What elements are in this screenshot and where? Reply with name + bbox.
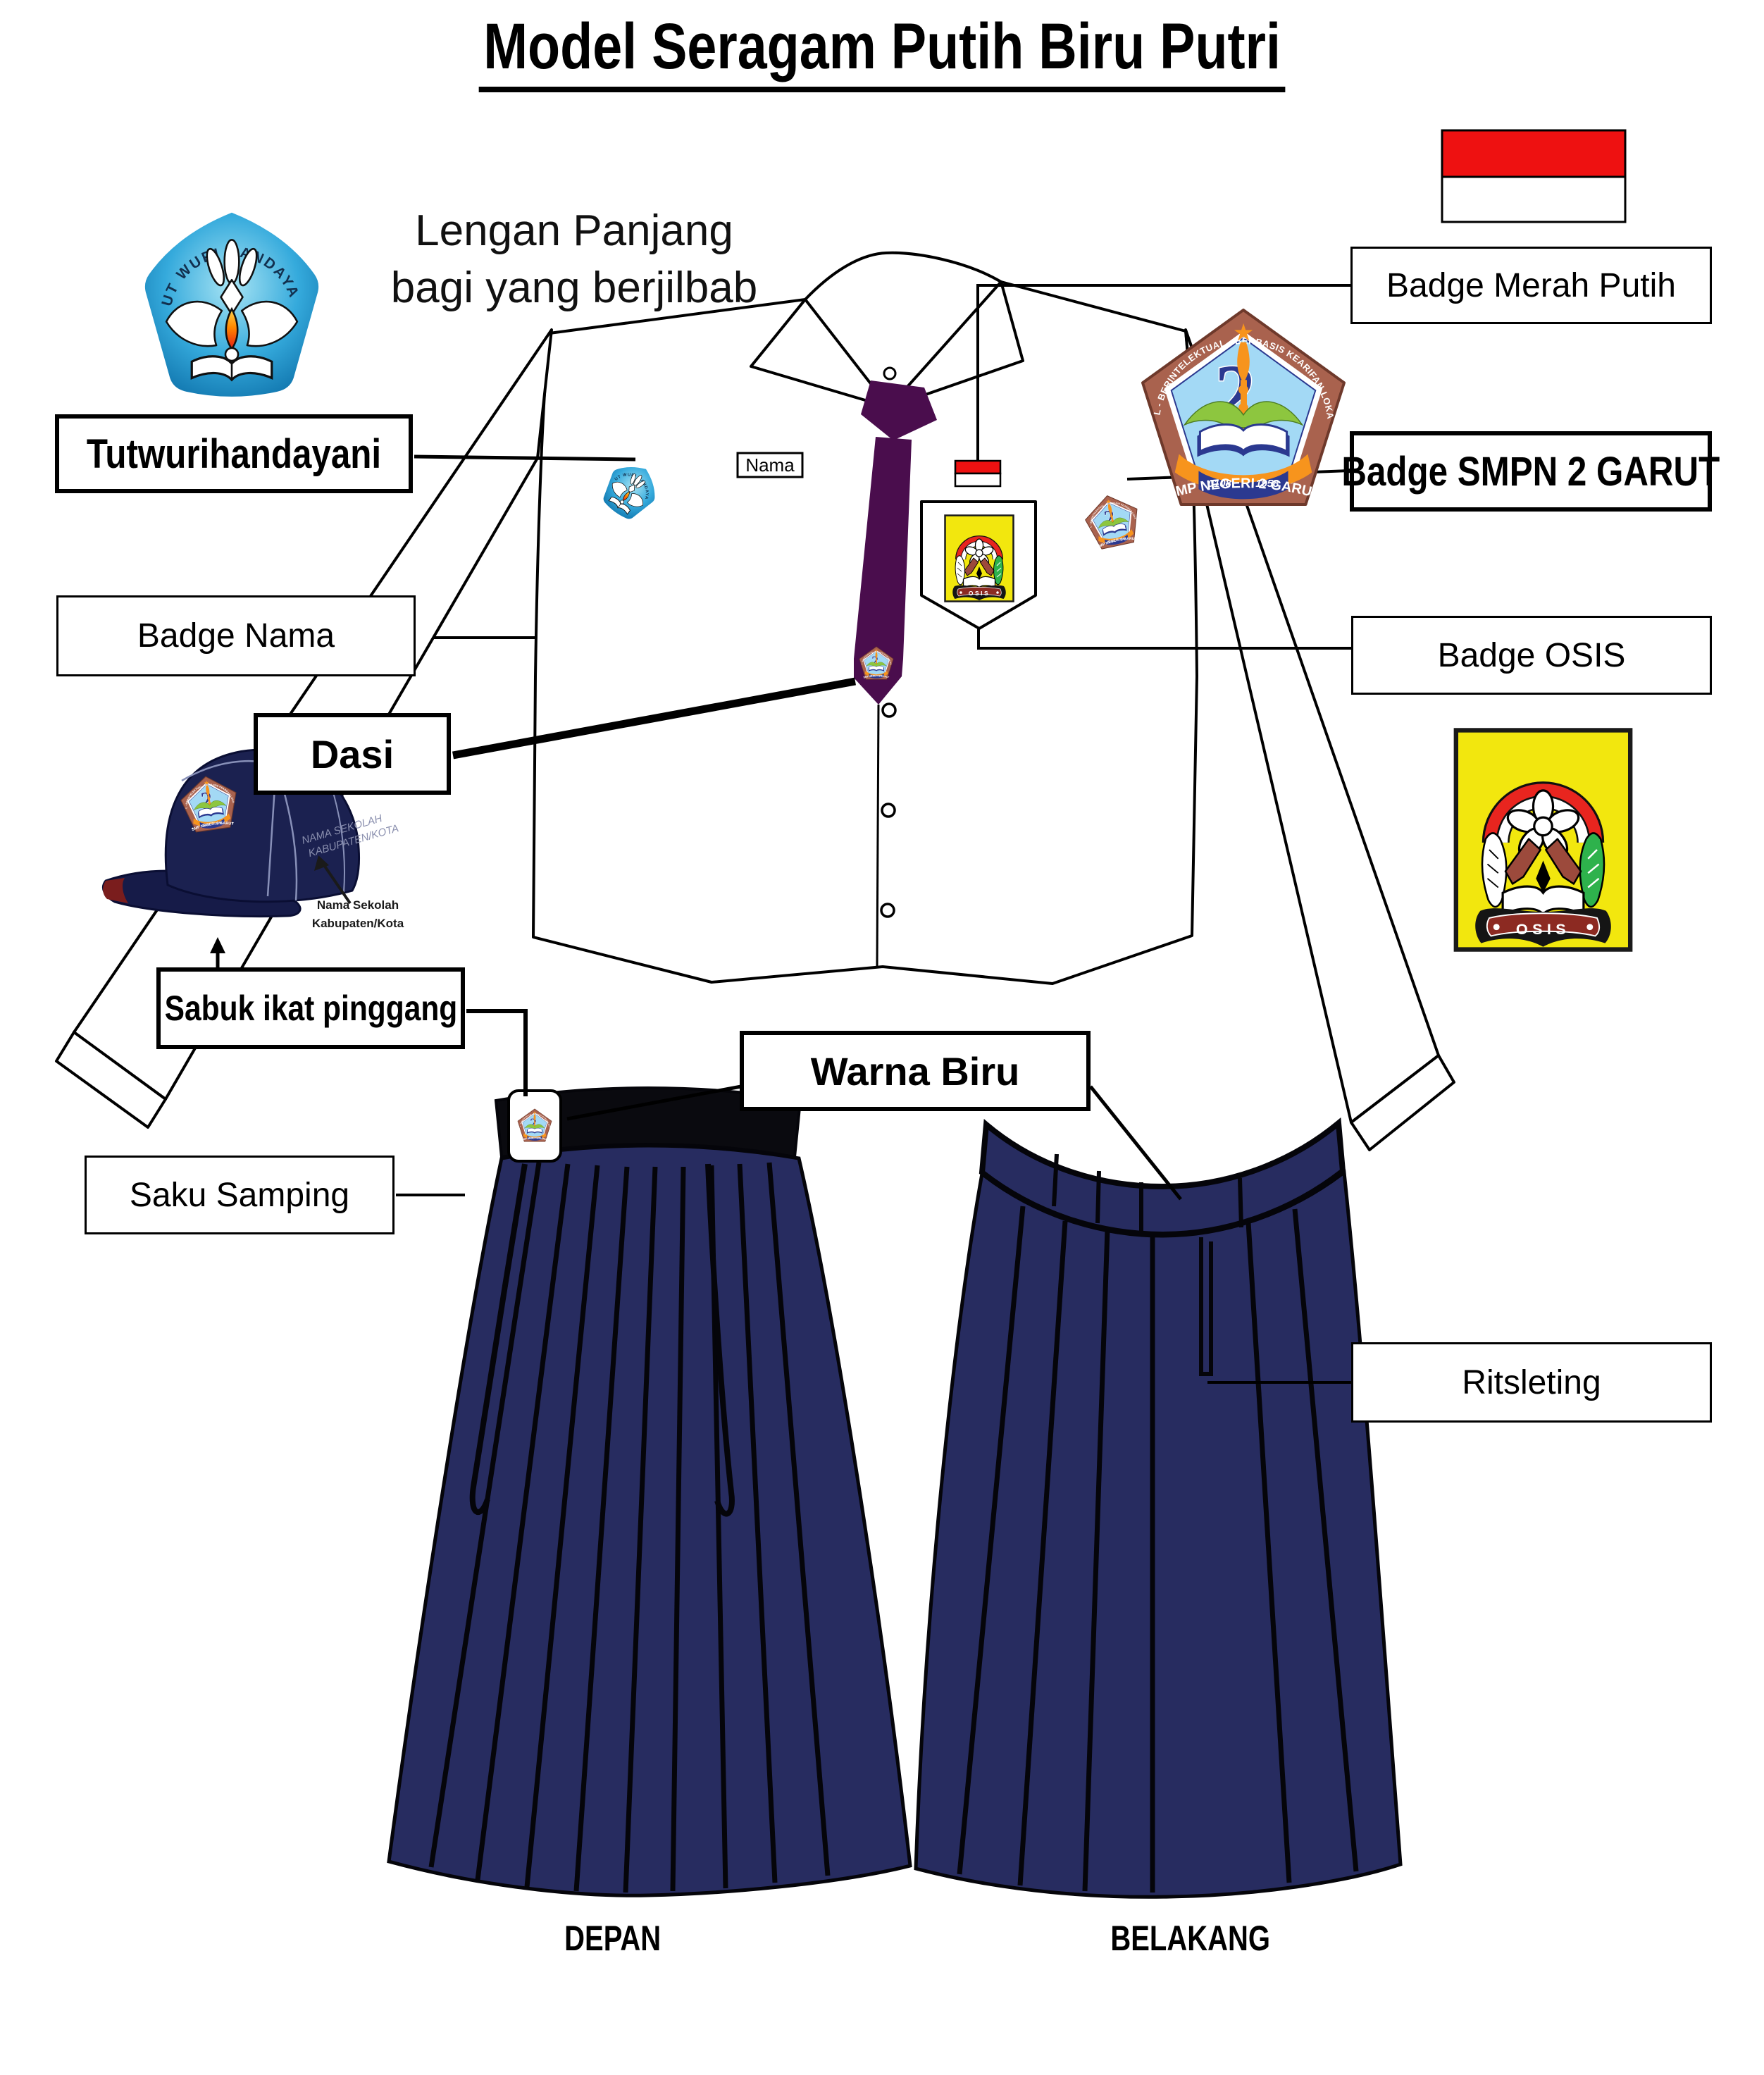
skirt-front — [387, 1086, 912, 1897]
label-ritsleting-text: Ritsleting — [1462, 1363, 1601, 1401]
shirt-button — [881, 803, 896, 818]
shirt: Nama — [532, 251, 1198, 985]
osis-connector-line — [977, 627, 1351, 650]
name-tag-text: Nama — [745, 454, 795, 476]
label-badge-smpn-2-garut: Badge SMPN 2 GARUT — [1342, 431, 1720, 512]
skirt-back-body — [914, 1169, 1403, 1899]
label-warna-biru-text: Warna Biru — [810, 1048, 1020, 1094]
label-dasi: Dasi — [254, 713, 451, 795]
sabuk-connector-line — [466, 1009, 528, 1096]
cap-annotation-line1: Nama Sekolah — [316, 898, 399, 912]
tutwuri-handayani-logo — [141, 209, 320, 398]
label-sabuk-text: Sabuk ikat pinggang — [164, 989, 457, 1028]
label-badge-osis-text: Badge OSIS — [1437, 636, 1626, 674]
pocket-osis-badge — [945, 516, 1014, 602]
label-badge-smpn-2-garut-text: Badge SMPN 2 GARUT — [1341, 448, 1720, 495]
view-label-depan-text: DEPAN — [564, 1919, 662, 1958]
label-badge-osis: Badge OSIS — [1351, 616, 1712, 695]
label-sabuk-ikat-pinggang: Sabuk ikat pinggang — [156, 967, 465, 1049]
label-saku-samping-text: Saku Samping — [129, 1176, 350, 1214]
tutwurihandayani-connector-line — [414, 454, 636, 462]
skirt-front-pocket-left — [469, 1163, 528, 1516]
label-badge-merah-putih: Badge Merah Putih — [1350, 247, 1712, 324]
osis-logo — [1456, 730, 1630, 949]
sabuk-arrowhead — [210, 937, 225, 953]
skirt-front-pocket-right — [705, 1163, 735, 1517]
view-label-belakang-text: BELAKANG — [1110, 1919, 1271, 1958]
shirt-button — [881, 702, 897, 718]
label-tutwurihandayani: Tutwurihandayani — [55, 414, 413, 493]
label-badge-nama-text: Badge Nama — [137, 617, 335, 655]
cuff-left — [55, 1031, 167, 1129]
long-sleeve-note: Lengan Panjang bagi yang berjilbab — [331, 203, 817, 316]
indonesia-flag-icon — [1441, 129, 1627, 223]
label-ritsleting: Ritsleting — [1351, 1342, 1712, 1423]
skirt-back — [914, 1117, 1403, 1899]
nama-sekolah-arrowhead — [314, 855, 329, 871]
label-badge-nama: Badge Nama — [56, 595, 416, 676]
skirt-front-body — [387, 1144, 912, 1897]
skirt-front-waistband — [494, 1086, 802, 1159]
note-line2: bagi yang berjilbab — [390, 263, 758, 312]
skirt-back-pleats — [957, 1206, 1359, 1893]
label-warna-biru: Warna Biru — [740, 1031, 1091, 1111]
cap-annotation: Nama Sekolah Kabupaten/Kota — [280, 896, 435, 932]
page-title: Model Seragam Putih Biru Putri — [0, 10, 1764, 92]
tie — [854, 380, 937, 705]
label-saku-samping: Saku Samping — [85, 1156, 395, 1234]
cap-annotation-line2: Kabupaten/Kota — [311, 916, 404, 930]
skirt-back-waistband — [979, 1117, 1346, 1238]
collar-button — [883, 366, 897, 380]
collar-left — [750, 298, 890, 409]
warna-biru-connector-right — [1089, 1085, 1182, 1201]
label-tutwurihandayani-text: Tutwurihandayani — [86, 431, 382, 477]
skirt-back-zipper — [1199, 1237, 1213, 1376]
view-label-belakang: BELAKANG — [1085, 1918, 1296, 1959]
view-label-depan: DEPAN — [521, 1918, 704, 1959]
label-dasi-text: Dasi — [310, 731, 395, 776]
nama-sekolah-arrow — [323, 864, 352, 905]
merah-putih-connector-line — [976, 284, 1351, 462]
shirt-button — [880, 903, 895, 918]
cuff-right — [1350, 1054, 1455, 1151]
warna-biru-connector-left — [566, 1084, 742, 1121]
chest-flag-badge — [954, 459, 1002, 488]
dasi-connector-line — [452, 677, 856, 760]
name-tag — [736, 452, 804, 478]
page-title-text: Model Seragam Putih Biru Putri — [478, 10, 1286, 92]
collar-right — [888, 280, 1024, 409]
skirt-back-waistband-pleats — [1052, 1153, 1243, 1232]
note-line1: Lengan Panjang — [415, 206, 733, 255]
label-badge-merah-putih-text: Badge Merah Putih — [1386, 266, 1676, 304]
cap-brim-tip — [103, 878, 128, 903]
